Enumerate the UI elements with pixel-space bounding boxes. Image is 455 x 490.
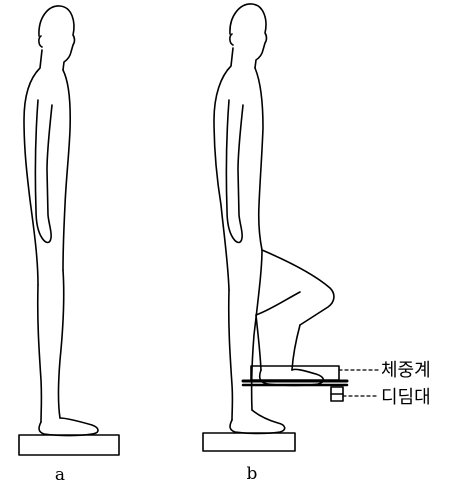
platform-support [331, 387, 343, 401]
figure-a-person [24, 6, 98, 436]
figure-b-block [203, 433, 295, 451]
scale-label: 체중계 [381, 360, 431, 381]
figure-a-block [19, 435, 119, 455]
platform-label: 디딤대 [381, 387, 431, 408]
figure-b-label: b [247, 464, 258, 484]
figure-b-person [214, 4, 334, 434]
figure-a-label: a [55, 465, 65, 485]
